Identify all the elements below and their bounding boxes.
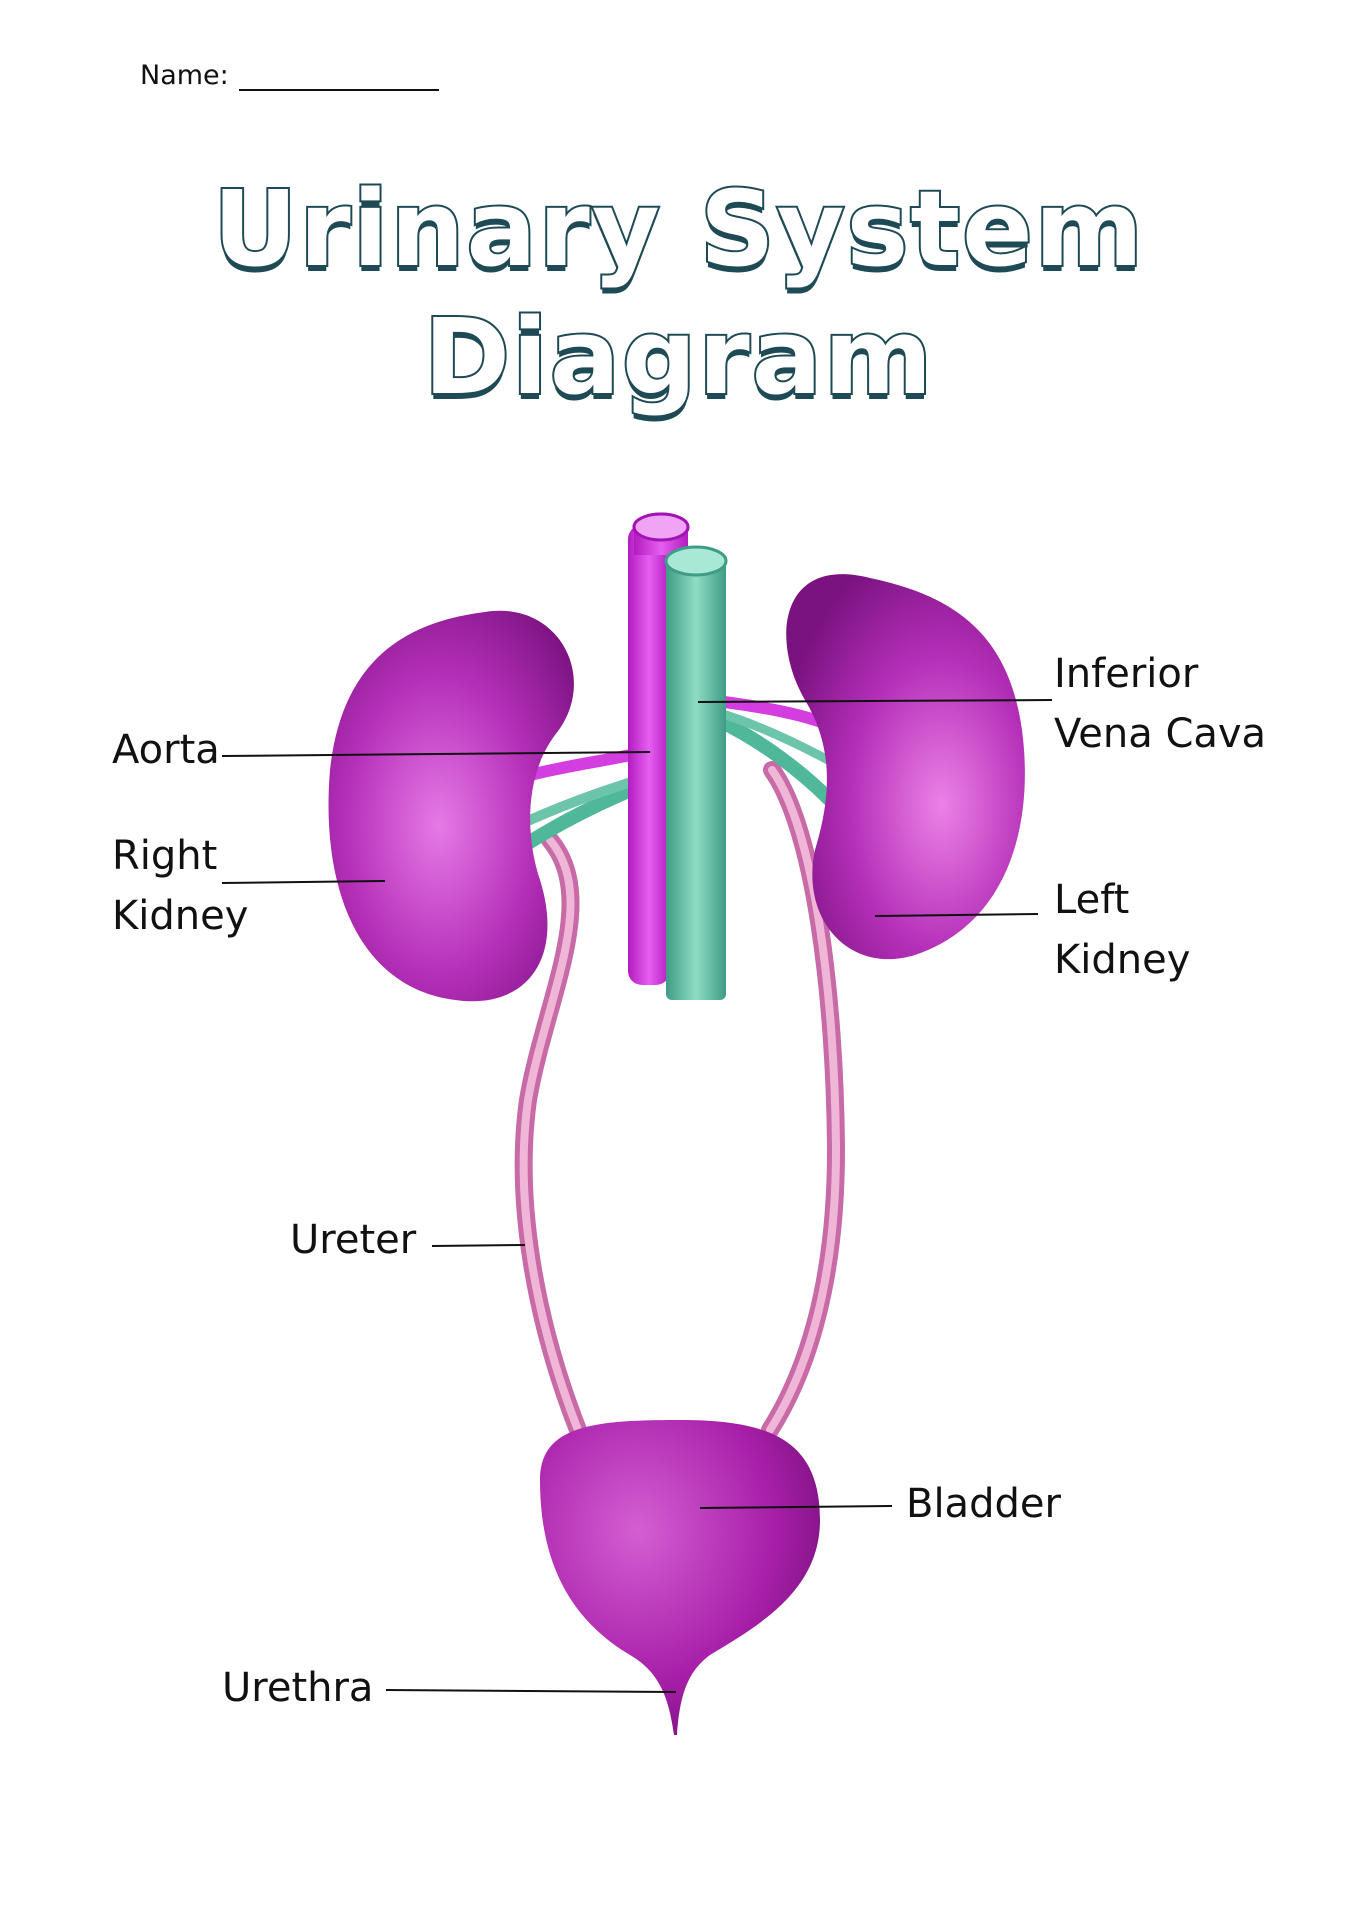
ureters <box>514 761 846 1439</box>
inferior-vena-cava <box>664 545 728 1000</box>
name-field: Name: <box>140 60 439 91</box>
right-kidney <box>328 610 574 1002</box>
label-left-kidney-line2: Kidney <box>1054 937 1191 983</box>
aorta <box>628 512 690 985</box>
label-bladder: Bladder <box>906 1481 1061 1527</box>
title-line-2: Diagram <box>422 294 935 420</box>
label-left-kidney-line1: Left <box>1054 877 1130 923</box>
label-right-kidney-line1: Right <box>112 833 218 879</box>
left-kidney <box>786 574 1025 960</box>
label-ureter: Ureter <box>290 1217 417 1263</box>
bladder <box>540 1420 820 1735</box>
label-right-kidney-line2: Kidney <box>112 893 249 939</box>
label-inferior-vena-cava-line1: Inferior <box>1054 651 1199 697</box>
name-label: Name: <box>140 60 229 91</box>
label-inferior-vena-cava-line2: Vena Cava <box>1054 711 1267 757</box>
label-aorta: Aorta <box>112 727 220 773</box>
title-line-1: Urinary System <box>211 166 1146 292</box>
leader-lines <box>221 699 1053 1693</box>
name-blank-line[interactable] <box>238 63 439 91</box>
label-urethra: Urethra <box>222 1665 374 1711</box>
